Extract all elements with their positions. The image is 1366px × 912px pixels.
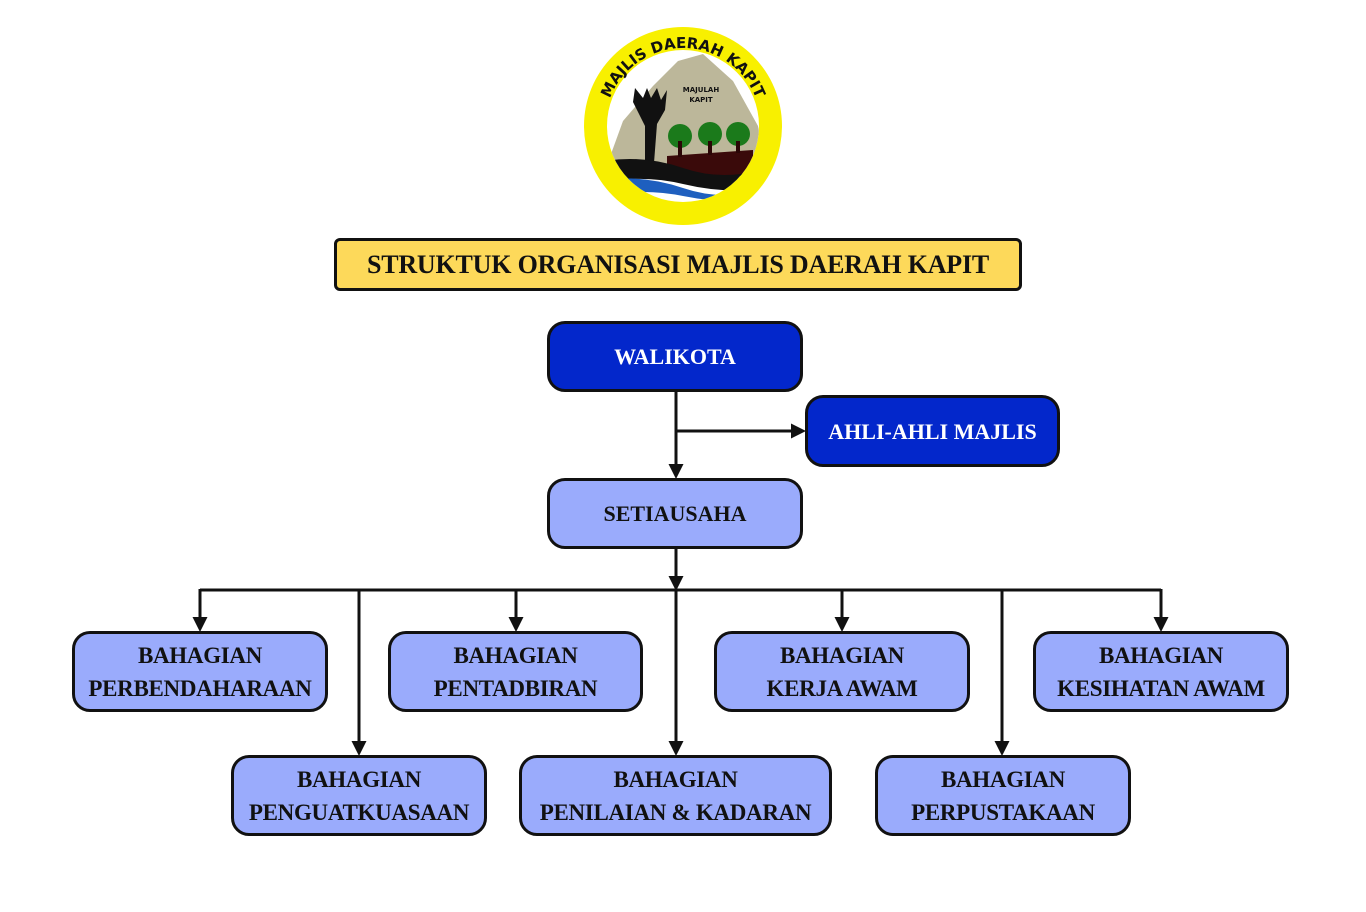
node-label-line2: PENTADBIRAN bbox=[433, 675, 598, 701]
node-ahli-ahli-majlis[interactable]: AHLI-AHLI MAJLIS bbox=[805, 395, 1060, 467]
node-label-line2: PENGUATKUASAAN bbox=[248, 799, 470, 825]
node-setiausaha[interactable]: SETIAUSAHA bbox=[547, 478, 803, 549]
node-bahagian-perpustakaan[interactable]: BAHAGIAN PERPUSTAKAAN bbox=[875, 755, 1131, 836]
node-label-line2: PERBENDAHARAAN bbox=[88, 675, 312, 701]
node-label-line2: KERJA AWAM bbox=[766, 675, 918, 701]
node-bahagian-penguatkuasaan[interactable]: BAHAGIAN PENGUATKUASAAN bbox=[231, 755, 487, 836]
trees-icon bbox=[668, 122, 750, 148]
node-label-line1: BAHAGIAN bbox=[779, 642, 905, 668]
logo-motto-line1: MAJULAH bbox=[683, 86, 720, 94]
node-bahagian-kerja-awam[interactable]: BAHAGIAN KERJA AWAM bbox=[714, 631, 970, 712]
node-label-line2: KESIHATAN AWAM bbox=[1057, 675, 1265, 701]
node-label-line1: BAHAGIAN bbox=[613, 766, 738, 792]
node-label-line1: BAHAGIAN bbox=[940, 766, 1066, 792]
node-bahagian-perbendaharaan[interactable]: BAHAGIAN PERBENDAHARAAN bbox=[72, 631, 328, 712]
node-bahagian-pentadbiran[interactable]: BAHAGIAN PENTADBIRAN bbox=[388, 631, 643, 712]
palm-tree-icon bbox=[633, 88, 667, 176]
node-bahagian-penilaian-kadaran[interactable]: BAHAGIAN PENILAIAN & KADARAN bbox=[519, 755, 832, 836]
ground-shape bbox=[667, 150, 753, 176]
river-band-black bbox=[607, 158, 759, 191]
node-label: WALIKOTA bbox=[614, 344, 736, 369]
node-label-line2: PENILAIAN & KADARAN bbox=[539, 799, 812, 825]
majlis-daerah-kapit-logo: MAJLIS DAERAH KAPIT MAJULAH KAPIT bbox=[583, 26, 783, 226]
node-walikota[interactable]: WALIKOTA bbox=[547, 321, 803, 392]
node-label-line2: PERPUSTAKAAN bbox=[911, 799, 1095, 825]
mountain-shape bbox=[607, 54, 759, 176]
page-title: STRUKTUK ORGANISASI MAJLIS DAERAH KAPIT bbox=[334, 238, 1022, 291]
node-label: AHLI-AHLI MAJLIS bbox=[828, 418, 1037, 444]
node-label-line1: BAHAGIAN bbox=[453, 642, 578, 668]
logo-motto-line2: KAPIT bbox=[689, 96, 713, 104]
node-label-line1: BAHAGIAN bbox=[1098, 642, 1224, 668]
node-label: SETIAUSAHA bbox=[603, 501, 747, 526]
node-label-line1: BAHAGIAN bbox=[137, 642, 263, 668]
node-label-line1: BAHAGIAN bbox=[296, 766, 422, 792]
node-bahagian-kesihatan-awam[interactable]: BAHAGIAN KESIHATAN AWAM bbox=[1033, 631, 1289, 712]
